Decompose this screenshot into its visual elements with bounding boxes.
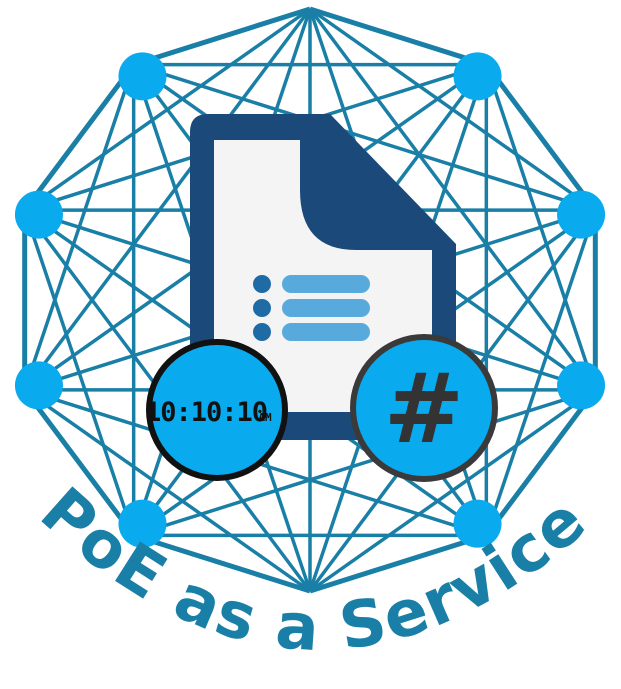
network-nodes — [14, 52, 606, 548]
digital-clock-icon: 10:10:10 AM — [145, 339, 288, 481]
mesh-line — [132, 6, 311, 67]
network-node — [557, 361, 606, 410]
mesh-line — [308, 7, 597, 391]
mesh-line — [133, 388, 596, 538]
clock-time: 10:10:10 — [145, 397, 267, 428]
mesh-line — [309, 6, 488, 67]
network-node — [557, 190, 606, 239]
list-lines — [253, 275, 370, 341]
mesh-line — [22, 388, 136, 537]
mesh-line — [133, 62, 596, 212]
mesh-line — [484, 63, 598, 212]
network-node — [453, 499, 502, 548]
mesh-line — [309, 533, 488, 594]
hash-icon: # — [350, 334, 498, 482]
logo-title: PoE as a Service — [26, 474, 601, 666]
mesh-line — [23, 64, 136, 391]
logo-title-text: PoE as a Service — [26, 474, 599, 666]
mesh-line — [484, 388, 598, 537]
mesh-line — [22, 63, 136, 212]
network-node — [453, 52, 502, 101]
mesh-line — [23, 7, 312, 391]
mesh-line — [23, 209, 136, 536]
network-node — [14, 190, 63, 239]
clock-suffix: AM — [258, 411, 272, 424]
mesh-line — [23, 388, 312, 593]
network-node — [118, 499, 167, 548]
mesh-line — [132, 533, 311, 594]
network-node — [118, 52, 167, 101]
hash-symbol: # — [384, 353, 464, 465]
network-node — [14, 361, 63, 410]
